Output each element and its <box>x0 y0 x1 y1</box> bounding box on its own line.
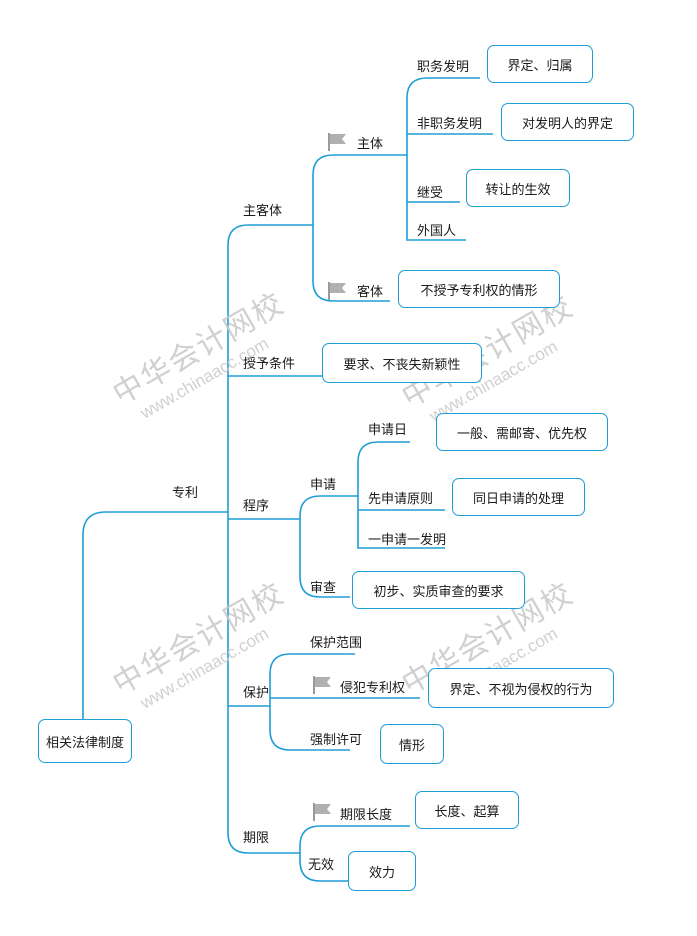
node-zhiwu: 职务发明 <box>417 60 470 75</box>
box-zhiwu: 界定、归属 <box>487 45 593 83</box>
flag-icon <box>328 133 346 151</box>
node-baohu: 保护 <box>243 686 270 701</box>
node-zhuti: 主体 <box>357 137 384 152</box>
box-shenqingri: 一般、需邮寄、优先权 <box>436 413 608 451</box>
node-baohufanwei: 保护范围 <box>310 636 363 651</box>
node-xianshenqing: 先申请原则 <box>368 492 434 507</box>
node-jishou: 继受 <box>417 186 444 201</box>
root-node: 相关法律制度 <box>38 719 132 763</box>
node-qixian: 期限 <box>243 831 270 846</box>
node-shenqingri: 申请日 <box>368 423 408 438</box>
box-shouyu: 要求、不丧失新颖性 <box>322 343 482 383</box>
node-keti: 客体 <box>357 285 384 300</box>
node-chengxu: 程序 <box>243 499 270 514</box>
node-yishenqing: 一申请一发明 <box>368 533 447 548</box>
box-jishou: 转让的生效 <box>466 169 570 207</box>
box-qinfan: 界定、不视为侵权的行为 <box>428 668 614 708</box>
node-qinfan: 侵犯专利权 <box>340 681 406 696</box>
flag-icon <box>328 282 346 300</box>
box-xianshenqing: 同日申请的处理 <box>452 478 585 516</box>
node-waiguoren: 外国人 <box>417 224 457 239</box>
node-wuxiao: 无效 <box>308 858 335 873</box>
node-feizhiwu: 非职务发明 <box>417 117 483 132</box>
node-shenqing: 申请 <box>310 478 337 493</box>
node-qixianchangdu: 期限长度 <box>340 808 393 823</box>
box-keti: 不授予专利权的情形 <box>398 270 560 308</box>
node-shouyu: 授予条件 <box>243 357 296 372</box>
box-shencha: 初步、实质审查的要求 <box>352 571 525 609</box>
node-zhukt: 主客体 <box>243 204 283 219</box>
flag-icon <box>313 676 331 694</box>
node-shencha: 审查 <box>310 581 337 596</box>
box-qiangzhi: 情形 <box>380 724 444 764</box>
node-qiangzhi: 强制许可 <box>310 733 363 748</box>
box-qixianchangdu: 长度、起算 <box>415 791 519 829</box>
node-zhuanli: 专利 <box>172 486 199 501</box>
box-wuxiao: 效力 <box>348 851 416 891</box>
box-feizhiwu: 对发明人的界定 <box>501 103 634 141</box>
flag-icon <box>313 803 331 821</box>
